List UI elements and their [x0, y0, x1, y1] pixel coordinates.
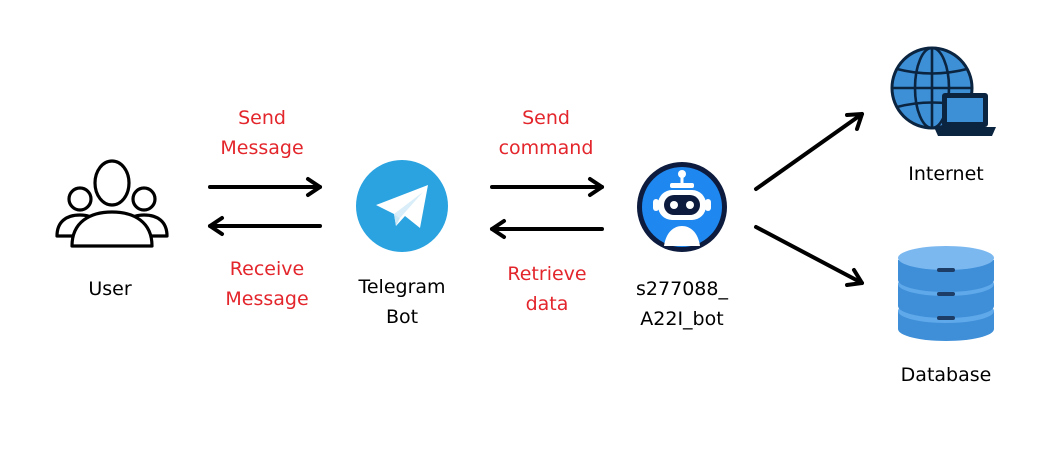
- database-label-text: Database: [900, 364, 992, 386]
- send-message-line2: Message: [220, 137, 304, 159]
- telegram-label-line1: Telegram: [358, 276, 446, 298]
- bot-to-database-arrow: [754, 225, 864, 287]
- send-message-label: Send Message: [220, 103, 303, 163]
- send-message-arrow: [208, 177, 322, 197]
- database-label: Database: [901, 360, 992, 390]
- receive-message-line2: Message: [225, 288, 309, 310]
- receive-message-label: Receive Message: [225, 254, 308, 314]
- bot-label-line2: A22I_bot: [640, 308, 724, 330]
- receive-message-line1: Receive: [229, 258, 305, 280]
- send-command-arrow: [490, 177, 604, 197]
- globe-laptop-icon: [890, 46, 996, 136]
- bot-label: s277088_ A22I_bot: [636, 274, 728, 334]
- bot-label-line1: s277088_: [636, 278, 728, 300]
- internet-label: Internet: [908, 159, 983, 189]
- telegram-label: Telegram Bot: [358, 272, 445, 332]
- send-command-line1: Send: [522, 107, 570, 129]
- telegram-icon: [356, 160, 448, 252]
- database-icon: [898, 246, 994, 341]
- send-command-line2: command: [498, 137, 594, 159]
- retrieve-data-line2: data: [525, 293, 569, 315]
- retrieve-data-line1: Retrieve: [507, 263, 587, 285]
- robot-icon: [637, 162, 727, 252]
- send-message-line1: Send: [238, 107, 286, 129]
- retrieve-data-label: Retrieve data: [507, 259, 586, 319]
- internet-label-text: Internet: [908, 163, 984, 185]
- send-command-label: Send command: [499, 103, 594, 163]
- retrieve-data-arrow: [490, 219, 604, 239]
- receive-message-arrow: [208, 216, 322, 236]
- bot-to-internet-arrow: [754, 112, 864, 191]
- telegram-label-line2: Bot: [385, 306, 419, 328]
- user-group-icon: [55, 159, 169, 248]
- user-label-text: User: [88, 278, 132, 300]
- user-label: User: [88, 274, 131, 304]
